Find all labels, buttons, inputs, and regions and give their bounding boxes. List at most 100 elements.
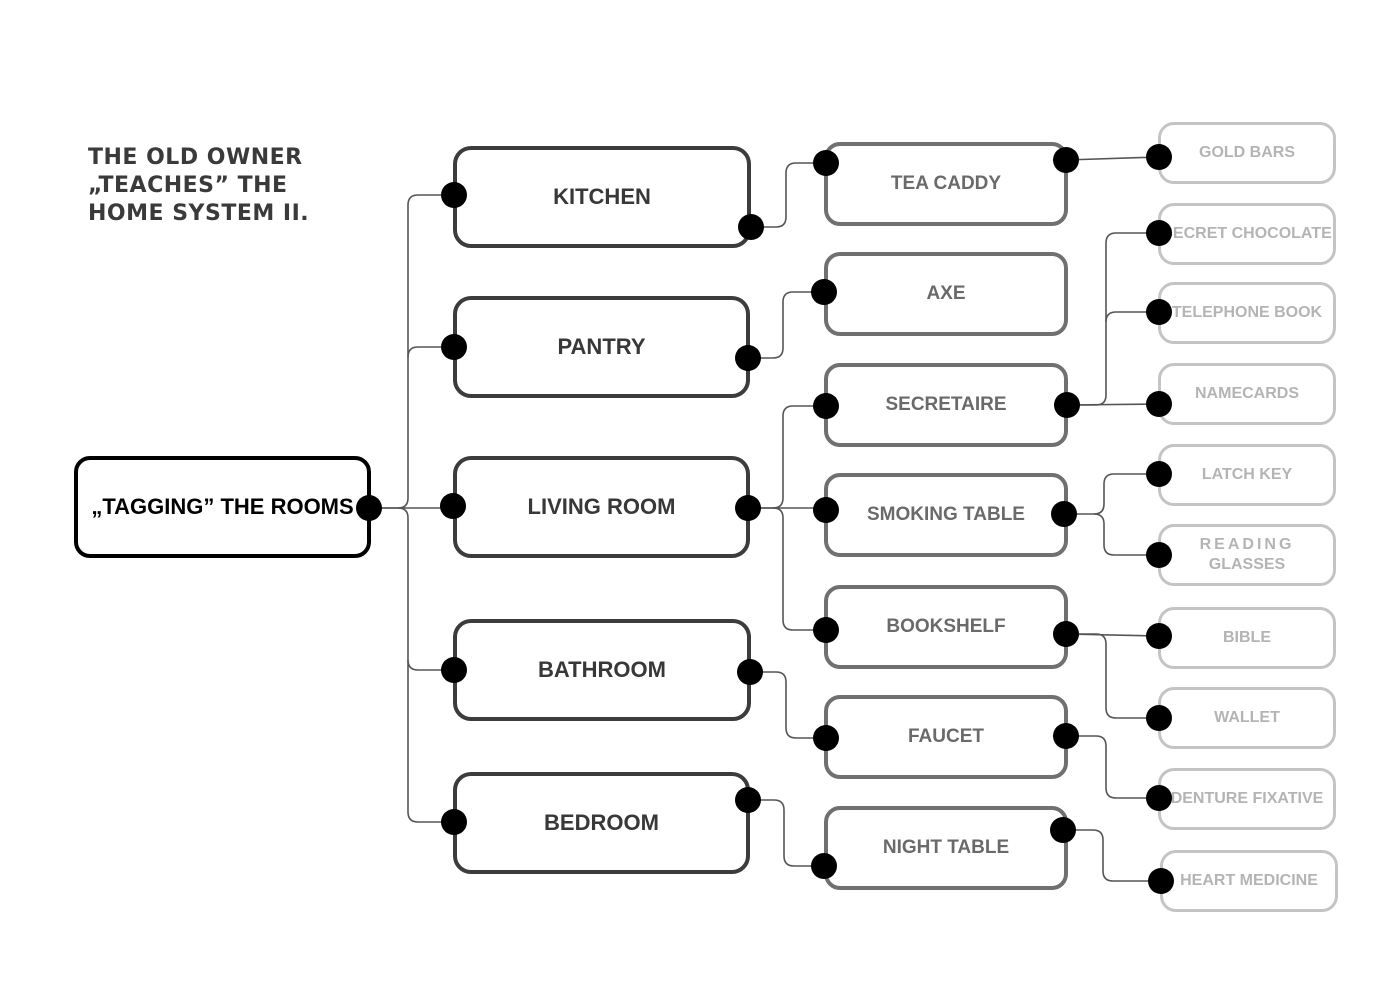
room-node-bathroom: BATHROOM	[453, 619, 751, 721]
connector-root-pantry	[407, 346, 454, 358]
connector-dot	[441, 182, 467, 208]
connector-dot	[1146, 705, 1172, 731]
heading-line-2: „TEACHES” THE	[88, 173, 288, 198]
connector-dot	[1053, 621, 1079, 647]
connector-dot	[735, 345, 761, 371]
connector-bathroom-faucet	[750, 671, 826, 739]
room-node-label: LIVING ROOM	[527, 494, 676, 519]
connector-kitchen-tea-caddy	[751, 162, 826, 228]
item-node-label: GOLD BARS	[1199, 144, 1295, 161]
item-node-label: NAMECARDS	[1195, 385, 1299, 402]
connector-dot	[735, 495, 761, 521]
connector-dot	[1146, 220, 1172, 246]
connector-dot	[1050, 817, 1076, 843]
connector-bedroom-night-table	[748, 799, 824, 867]
diagram-heading: THE OLD OWNER „TEACHES” THE HOME SYSTEM …	[88, 144, 309, 228]
connector-dot	[735, 787, 761, 813]
connector-secretaire-telephone	[1105, 311, 1159, 323]
item-node-heart-medicine: HEART MEDICINE	[1160, 850, 1338, 912]
connector-dot	[1053, 723, 1079, 749]
connector-dot	[737, 659, 763, 685]
connector-living-bookshelf	[772, 507, 826, 631]
heading-line-3: HOME SYSTEM II.	[88, 201, 310, 226]
item-node-label: BIBLE	[1223, 629, 1271, 646]
heading-line-1: THE OLD OWNER	[88, 145, 303, 170]
room-node-label: KITCHEN	[553, 184, 651, 209]
connector-dot	[813, 497, 839, 523]
connector-night-heart	[1063, 829, 1161, 882]
room-node-label: BEDROOM	[544, 810, 659, 835]
object-node-label: SMOKING TABLE	[867, 504, 1025, 525]
connector-smoking-reading	[1093, 513, 1159, 556]
object-node-axe: AXE	[824, 252, 1068, 336]
item-node-label: LATCH KEY	[1201, 466, 1293, 483]
connector-dot	[441, 657, 467, 683]
item-node-telephone-book: TELEPHONE BOOK	[1158, 282, 1336, 344]
item-node-label: TELEPHONE BOOK	[1171, 304, 1323, 321]
object-node-label: BOOKSHELF	[886, 616, 1006, 637]
connector-dot	[811, 279, 837, 305]
object-node-label: NIGHT TABLE	[882, 837, 1010, 858]
connector-dot	[1148, 868, 1174, 894]
room-node-label: BATHROOM	[538, 657, 666, 682]
connector-smoking-latch-key	[1064, 473, 1159, 515]
connector-dot	[1051, 501, 1077, 527]
connector-dot	[1146, 542, 1172, 568]
object-node-label: AXE	[926, 283, 966, 304]
item-node-wallet: WALLET	[1158, 687, 1336, 749]
connector-root-bathroom	[407, 659, 454, 671]
root-node: „TAGGING” THE ROOMS	[74, 456, 371, 558]
object-node-label: SECRETAIRE	[885, 394, 1007, 415]
item-node-label: WALLET	[1214, 709, 1280, 726]
item-node-namecards: NAMECARDS	[1158, 363, 1336, 425]
connector-dot	[1146, 461, 1172, 487]
root-node-label: „TAGGING” THE ROOMS	[91, 494, 354, 519]
object-node-smoking-table: SMOKING TABLE	[824, 473, 1068, 557]
connector-dot	[813, 617, 839, 643]
connector-dot	[1146, 144, 1172, 170]
connector-faucet-denture	[1066, 735, 1159, 799]
connector-dot	[1054, 392, 1080, 418]
connector-dot	[738, 214, 764, 240]
object-node-secretaire: SECRETAIRE	[824, 363, 1068, 447]
object-node-tea-caddy: TEA CADDY	[824, 142, 1068, 226]
room-node-living-room: LIVING ROOM	[453, 456, 750, 558]
item-node-label: SECRET CHOCOLATE	[1162, 225, 1332, 242]
item-node-label: DENTURE FIXATIVE	[1170, 790, 1324, 807]
connector-dot	[440, 493, 466, 519]
connector-dot	[1146, 391, 1172, 417]
connector-dot	[1053, 147, 1079, 173]
connector-dot	[441, 809, 467, 835]
connector-dot	[1146, 299, 1172, 325]
connector-dot	[813, 393, 839, 419]
item-node-reading-glasses: READING GLASSES	[1158, 524, 1336, 586]
connector-dot	[813, 150, 839, 176]
object-node-label: FAUCET	[908, 726, 984, 747]
connector-pantry-axe	[748, 291, 824, 359]
connector-tea-caddy-gold-bars	[1065, 156, 1160, 161]
item-node-label: HEART MEDICINE	[1180, 872, 1318, 889]
object-node-faucet: FAUCET	[824, 695, 1068, 779]
room-node-kitchen: KITCHEN	[453, 146, 751, 248]
room-node-bedroom: BEDROOM	[453, 772, 750, 874]
connector-bookshelf-wallet	[1066, 633, 1159, 719]
item-node-label-line-1: READING	[1199, 536, 1295, 553]
room-node-label: PANTRY	[557, 334, 646, 359]
connector-secretaire-namecards	[1066, 403, 1160, 406]
item-node-gold-bars: GOLD BARS	[1158, 122, 1336, 184]
connector-dot	[356, 495, 382, 521]
item-node-latch-key: LATCH KEY	[1158, 444, 1336, 506]
item-node-label-line-2: GLASSES	[1208, 556, 1286, 573]
item-node-bible: BIBLE	[1158, 607, 1336, 669]
connector-root-lower-trunk	[397, 507, 454, 823]
connector-dot	[811, 853, 837, 879]
connector-dot	[813, 725, 839, 751]
connector-dot	[1146, 623, 1172, 649]
object-node-label: TEA CADDY	[890, 173, 1002, 194]
room-node-pantry: PANTRY	[453, 296, 750, 398]
connector-dot	[1146, 785, 1172, 811]
item-node-secret-chocolate: SECRET CHOCOLATE	[1158, 203, 1336, 265]
